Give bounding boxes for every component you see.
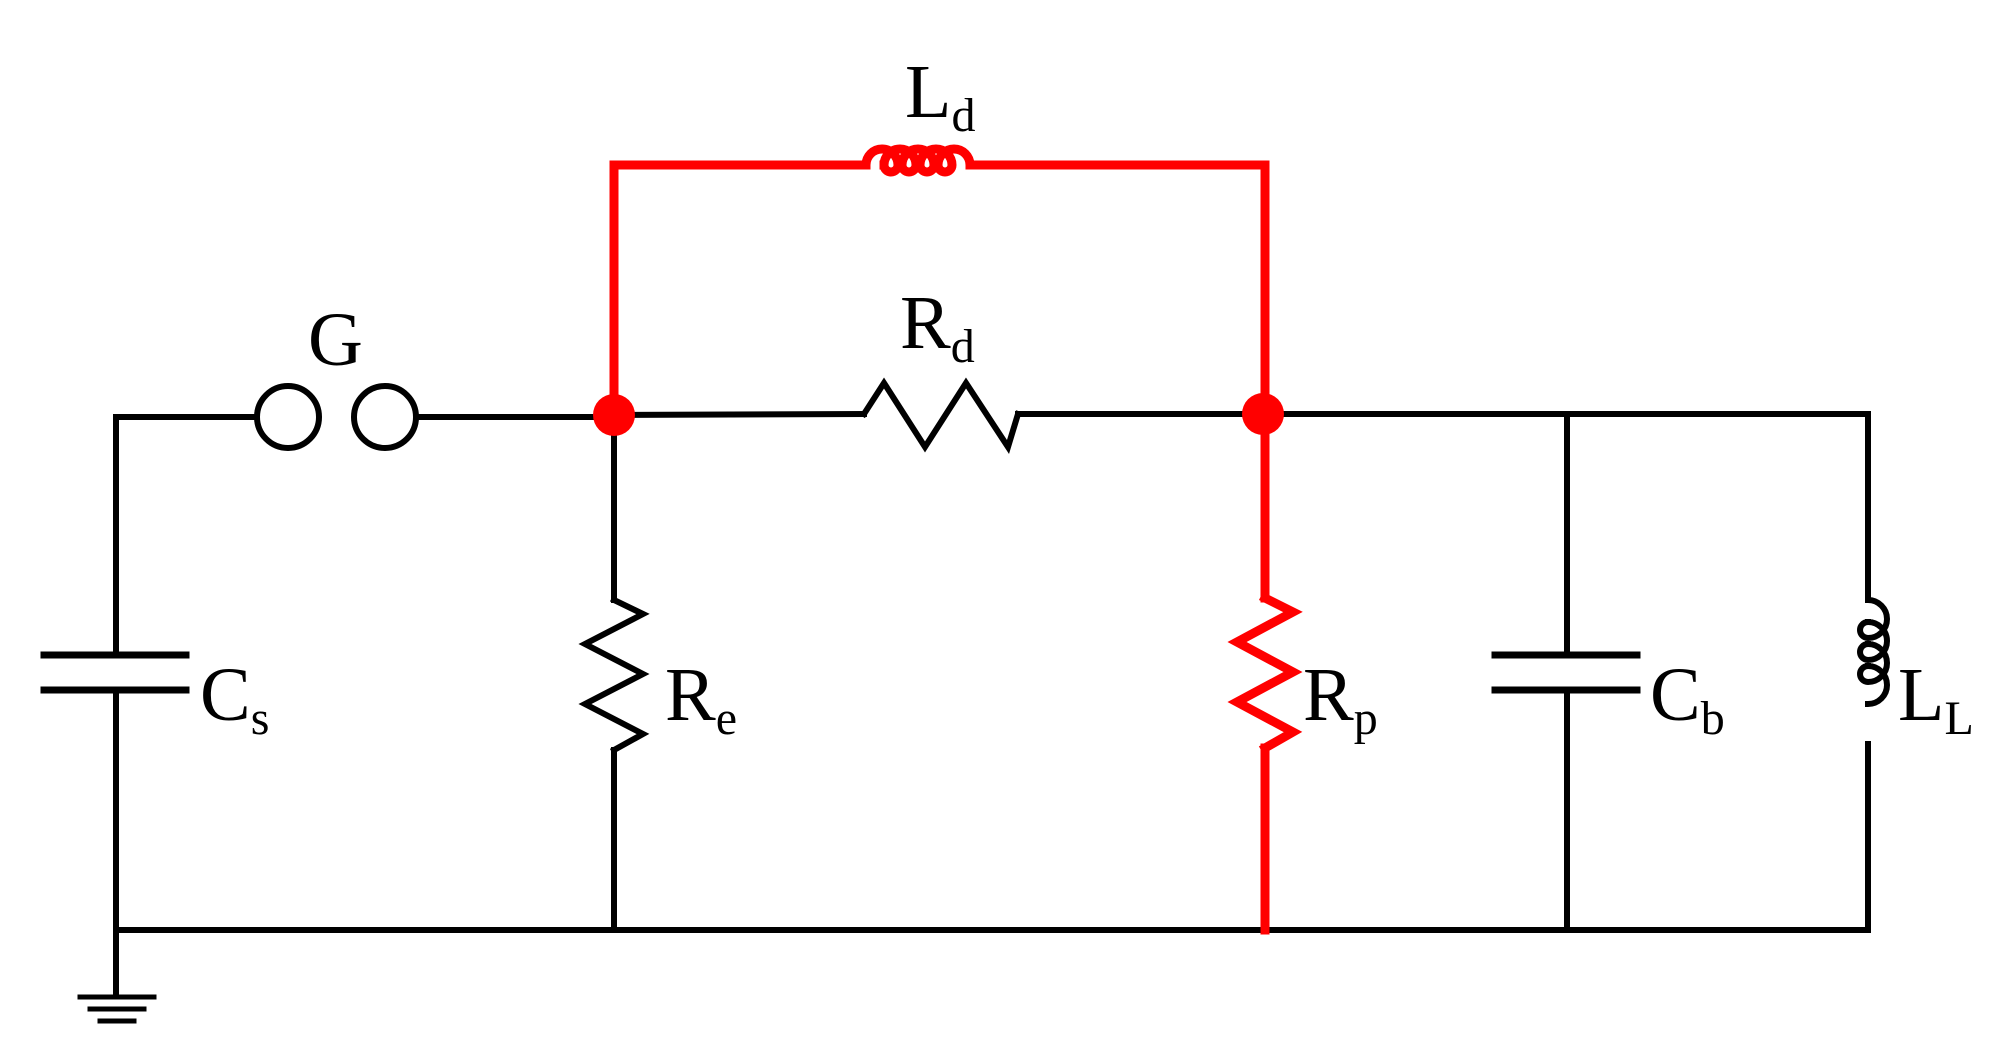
label-inductor-d: Ld <box>905 50 975 142</box>
node-b <box>1242 393 1284 435</box>
resistor-rp <box>1227 591 1303 755</box>
label-capacitor-s: Cs <box>200 653 269 745</box>
node-a <box>593 394 635 436</box>
spark-gap-electrode-left <box>254 383 322 451</box>
inductor-ld <box>861 144 1010 177</box>
wire-ld-right <box>1000 160 1270 419</box>
label-spark-gap: G <box>308 298 363 382</box>
label-resistor-d: Rd <box>900 281 975 373</box>
resistor-re <box>578 595 650 755</box>
wire-node-a-to-rd <box>608 410 868 419</box>
label-resistor-p: Rp <box>1303 653 1378 745</box>
wire-ld-left <box>609 160 871 420</box>
label-capacitor-b: Cb <box>1650 653 1725 745</box>
spark-gap-electrode-right <box>351 383 419 451</box>
inductor-ll <box>1857 596 1890 708</box>
resistor-rd <box>859 377 1022 455</box>
label-inductor-l: LL <box>1898 653 1974 745</box>
label-resistor-e: Re <box>665 653 737 745</box>
